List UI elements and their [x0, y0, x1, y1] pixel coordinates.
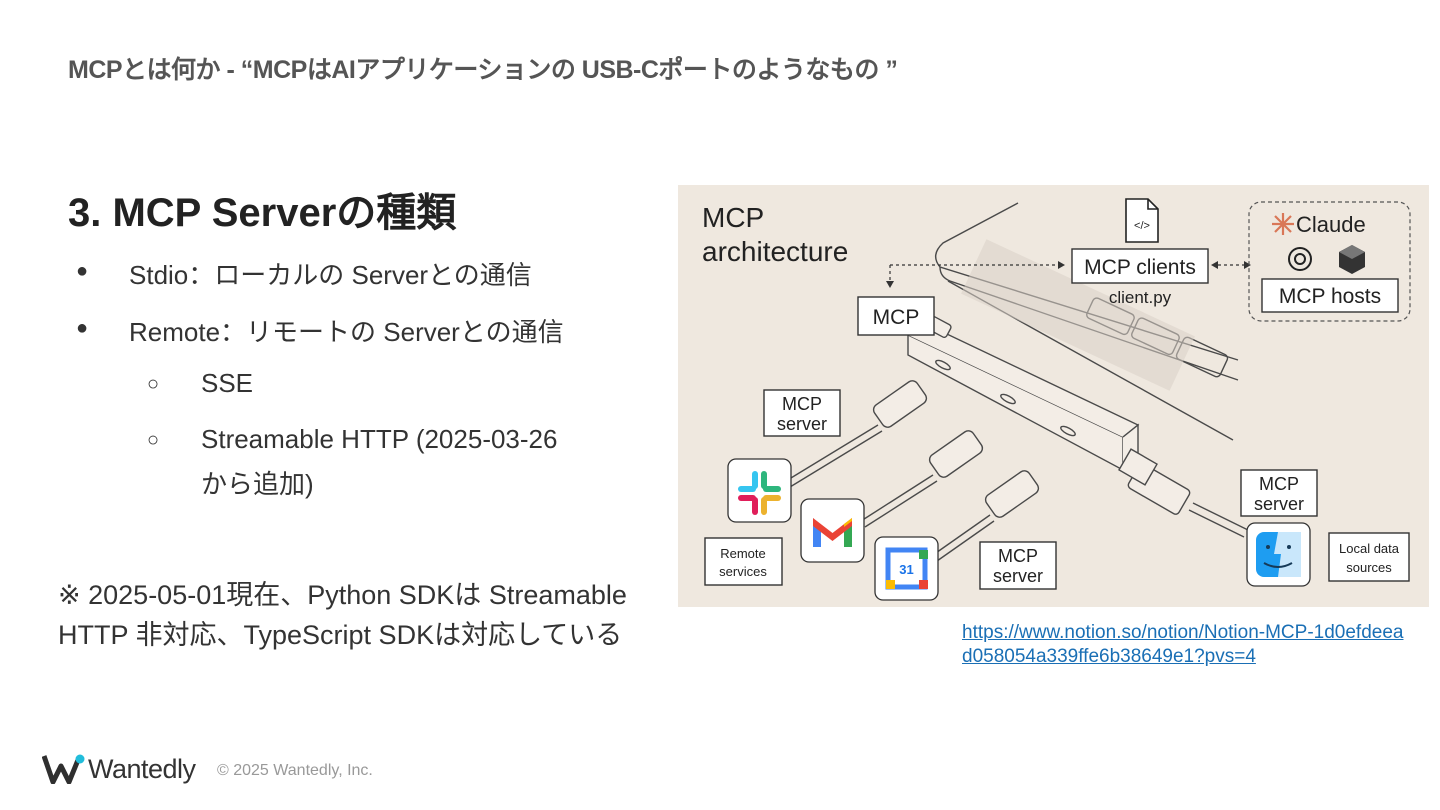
brand-name: Wantedly	[88, 754, 196, 784]
bullet-marker: ●	[76, 317, 89, 339]
gmail-icon	[800, 498, 865, 563]
diagram-title-line1: MCP	[702, 202, 764, 233]
remote-services-box	[704, 537, 783, 586]
mcp-server-box-calendar	[979, 541, 1057, 590]
remote-services-line2: services	[719, 564, 767, 579]
sub-bullet-text: SSE	[201, 368, 254, 398]
usb-hub	[907, 316, 1140, 472]
bullet-marker: ●	[76, 260, 89, 282]
hosts-group	[1248, 201, 1411, 322]
availability-note: ※ 2025-05-01現在、Python SDKは Streamable HT…	[58, 580, 627, 650]
mcp-server-label-bottom: server	[777, 414, 827, 434]
usb-cables	[785, 380, 1249, 562]
mcp-server-label-top: MCP	[782, 394, 822, 414]
openai-logo-icon	[1288, 247, 1312, 271]
remote-services-line1: Remote	[720, 546, 766, 561]
calendar-icon: 31	[874, 536, 939, 601]
claude-logo-icon	[1272, 213, 1294, 235]
page-title: MCPとは何か - “MCPはAIアプリケーションの USB-Cポートのようなも…	[68, 56, 898, 84]
bullet-text: Stdio：ローカルの Serverとの通信	[129, 260, 532, 290]
claude-label: Claude	[1296, 212, 1366, 237]
sub-bullet-marker: ○	[147, 373, 160, 395]
cube-app-icon	[1339, 245, 1365, 274]
diagram-title-line2: architecture	[702, 236, 848, 267]
svg-text:31: 31	[899, 562, 913, 577]
slack-icon	[727, 458, 792, 523]
client-file-label: client.py	[1109, 288, 1172, 307]
sub-bullet-text-line1: Streamable HTTP (2025-03-26	[201, 424, 558, 454]
mcp-server-box-remote	[763, 389, 841, 437]
mcp-server-label-top: MCP	[998, 546, 1038, 566]
mcp-architecture-figure: MCP architecture </> MCP clients client.…	[678, 185, 1429, 607]
mcp-architecture-diagram: MCP architecture </> MCP clients client.…	[702, 198, 1411, 601]
svg-text:</>: </>	[1134, 220, 1150, 232]
local-data-box	[1328, 532, 1410, 582]
mcp-server-label-top: MCP	[1259, 474, 1299, 494]
wantedly-logo-icon	[42, 754, 85, 784]
mcp-hosts-label: MCP hosts	[1279, 285, 1381, 308]
local-data-line1: Local data	[1339, 541, 1400, 556]
finder-icon	[1246, 522, 1311, 587]
sub-bullet-marker: ○	[147, 429, 160, 451]
copyright: © 2025 Wantedly, Inc.	[217, 762, 373, 779]
source-link[interactable]: https://www.notion.so/notion/Notion-MCP-…	[962, 622, 1404, 667]
dashed-arrows	[889, 264, 1244, 282]
code-file-icon: </>	[1125, 198, 1159, 243]
bullet-text: Remote：リモートの Serverとの通信	[129, 317, 564, 347]
local-data-line2: sources	[1346, 560, 1392, 575]
laptop-illustration	[935, 202, 1239, 441]
mcp-hosts-box	[1261, 278, 1399, 313]
mcp-box-label: MCP	[873, 306, 920, 329]
mcp-box	[857, 296, 935, 336]
mcp-server-box-local	[1240, 469, 1318, 517]
section-heading: 3. MCP Serverの種類	[68, 191, 457, 235]
mcp-server-label-bottom: server	[993, 566, 1043, 586]
mcp-clients-box	[1071, 248, 1209, 284]
mcp-server-label-bottom: server	[1254, 494, 1304, 514]
sub-bullet-text-line2: から追加)	[201, 469, 314, 499]
mcp-clients-label: MCP clients	[1084, 256, 1196, 279]
